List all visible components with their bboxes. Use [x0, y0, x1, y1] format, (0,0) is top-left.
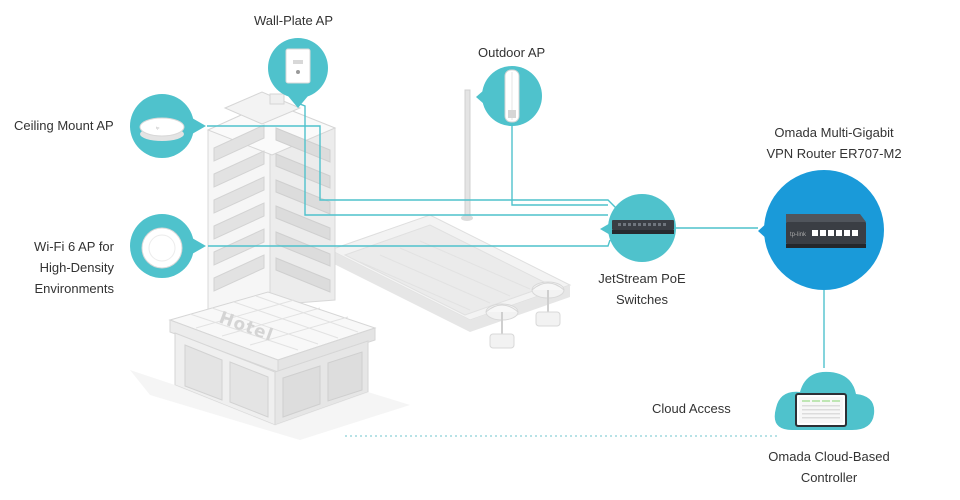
- cloud-controller-label-line1: Omada Cloud-Based: [768, 449, 890, 464]
- pool-deck: [328, 214, 572, 332]
- line-wifi6: [208, 239, 611, 247]
- umbrella-right: [531, 281, 565, 327]
- cloud-icon[interactable]: [774, 371, 875, 430]
- line-wall-plate: [299, 98, 608, 216]
- cloud-access-label: Cloud Access: [652, 401, 731, 416]
- umbrella-left: [485, 303, 519, 349]
- router-label-line2: VPN Router ER707-M2: [766, 146, 902, 161]
- outdoor-ap-icon[interactable]: [476, 66, 542, 126]
- poe-switch-label: JetStream PoE Switches: [572, 268, 712, 310]
- wifi6-ap-label-line1: Wi-Fi 6 AP for: [34, 239, 114, 254]
- router-label-line1: Omada Multi-Gigabit: [774, 125, 894, 140]
- outdoor-pole: [461, 89, 473, 221]
- poe-switch-label-line2: Switches: [615, 292, 669, 307]
- ceiling-mount-ap-label: Ceiling Mount AP: [14, 118, 114, 133]
- cloud-controller-label-line2: Controller: [800, 470, 858, 485]
- svg-text:tp-link: tp-link: [790, 232, 807, 238]
- wifi6-ap-label-line3: Environments: [34, 281, 114, 296]
- wifi6-ap-icon[interactable]: [130, 214, 206, 278]
- poe-switch-label-line1: JetStream PoE: [598, 271, 686, 286]
- wall-plate-ap-icon[interactable]: [268, 38, 328, 108]
- svg-text:tp: tp: [156, 125, 160, 130]
- hotel-tower: [206, 91, 337, 331]
- wifi6-ap-label: Wi-Fi 6 AP for High-Density Environments: [10, 236, 114, 299]
- router-label: Omada Multi-Gigabit VPN Router ER707-M2: [754, 122, 914, 164]
- connection-lines: [207, 98, 825, 368]
- poe-switch-icon[interactable]: [600, 194, 676, 262]
- line-outdoor: [511, 125, 608, 206]
- line-ceiling: [207, 125, 619, 211]
- wifi6-ap-label-line2: High-Density: [39, 260, 114, 275]
- outdoor-ap-label: Outdoor AP: [478, 45, 546, 60]
- cloud-controller-label: Omada Cloud-Based Controller: [744, 446, 914, 488]
- router-icon[interactable]: tp-link: [758, 170, 884, 290]
- wall-plate-ap-label: Wall-Plate AP: [254, 13, 333, 28]
- ceiling-ap-icon[interactable]: tp: [130, 94, 206, 158]
- hotel-lobby: Hotel: [130, 291, 410, 440]
